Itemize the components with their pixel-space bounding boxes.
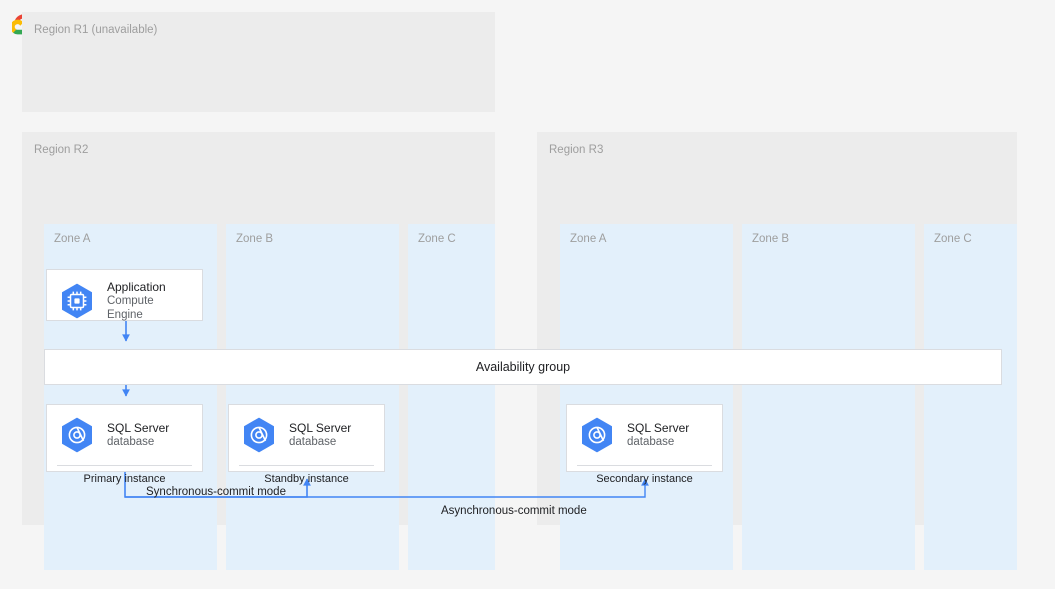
zone-r2-b: Zone B — [226, 224, 399, 570]
zone-r3-a-label: Zone A — [570, 233, 607, 245]
zone-r2-c-label: Zone C — [418, 233, 456, 245]
card-secondary-instance[interactable]: SQL Server database Secondary instance — [566, 404, 723, 485]
card-primary-instance[interactable]: SQL Server database Primary instance — [46, 404, 203, 485]
card-primary-title: SQL Server — [107, 421, 170, 435]
async-commit-label: Asynchronous-commit mode — [441, 505, 587, 517]
region-r1-label: Region R1 (unavailable) — [34, 24, 158, 36]
zone-r3-a: Zone A — [560, 224, 733, 570]
zone-r3-c: Zone C — [924, 224, 1017, 570]
card-divider — [239, 465, 374, 466]
card-standby-footer: Standby instance — [264, 473, 349, 485]
card-primary-footer: Primary instance — [83, 473, 166, 485]
card-application-subtitle: Compute Engine — [107, 295, 154, 321]
region-r1: Region R1 (unavailable) — [22, 12, 495, 112]
availability-group-bar[interactable]: Availability group — [44, 349, 1002, 385]
card-secondary-subtitle: database — [627, 436, 675, 448]
zone-r3-c-label: Zone C — [934, 233, 972, 245]
card-divider — [57, 465, 192, 466]
sql-server-database-icon — [244, 417, 274, 453]
card-divider — [577, 465, 712, 466]
compute-engine-icon — [62, 283, 92, 319]
zone-r2-a-label: Zone A — [54, 233, 91, 245]
card-standby-title: SQL Server — [289, 421, 352, 435]
card-application[interactable]: Application Compute Engine — [46, 269, 203, 321]
card-application-title: Application — [107, 280, 166, 294]
sql-server-database-icon — [582, 417, 612, 453]
card-standby-instance[interactable]: SQL Server database Standby instance — [228, 404, 385, 485]
card-secondary-footer: Secondary instance — [596, 473, 693, 485]
sync-commit-label: Synchronous-commit mode — [146, 486, 286, 498]
sql-server-database-icon — [62, 417, 92, 453]
zone-r3-b-label: Zone B — [752, 233, 790, 245]
region-r3-label: Region R3 — [549, 144, 604, 156]
card-secondary-title: SQL Server — [627, 421, 690, 435]
availability-group-label: Availability group — [475, 360, 571, 374]
zone-r3-b: Zone B — [742, 224, 915, 570]
region-r2-label: Region R2 — [34, 144, 89, 156]
zone-r2-b-label: Zone B — [236, 233, 274, 245]
card-primary-subtitle: database — [107, 436, 155, 448]
zone-r2-c: Zone C — [408, 224, 495, 570]
card-standby-subtitle: database — [289, 436, 337, 448]
